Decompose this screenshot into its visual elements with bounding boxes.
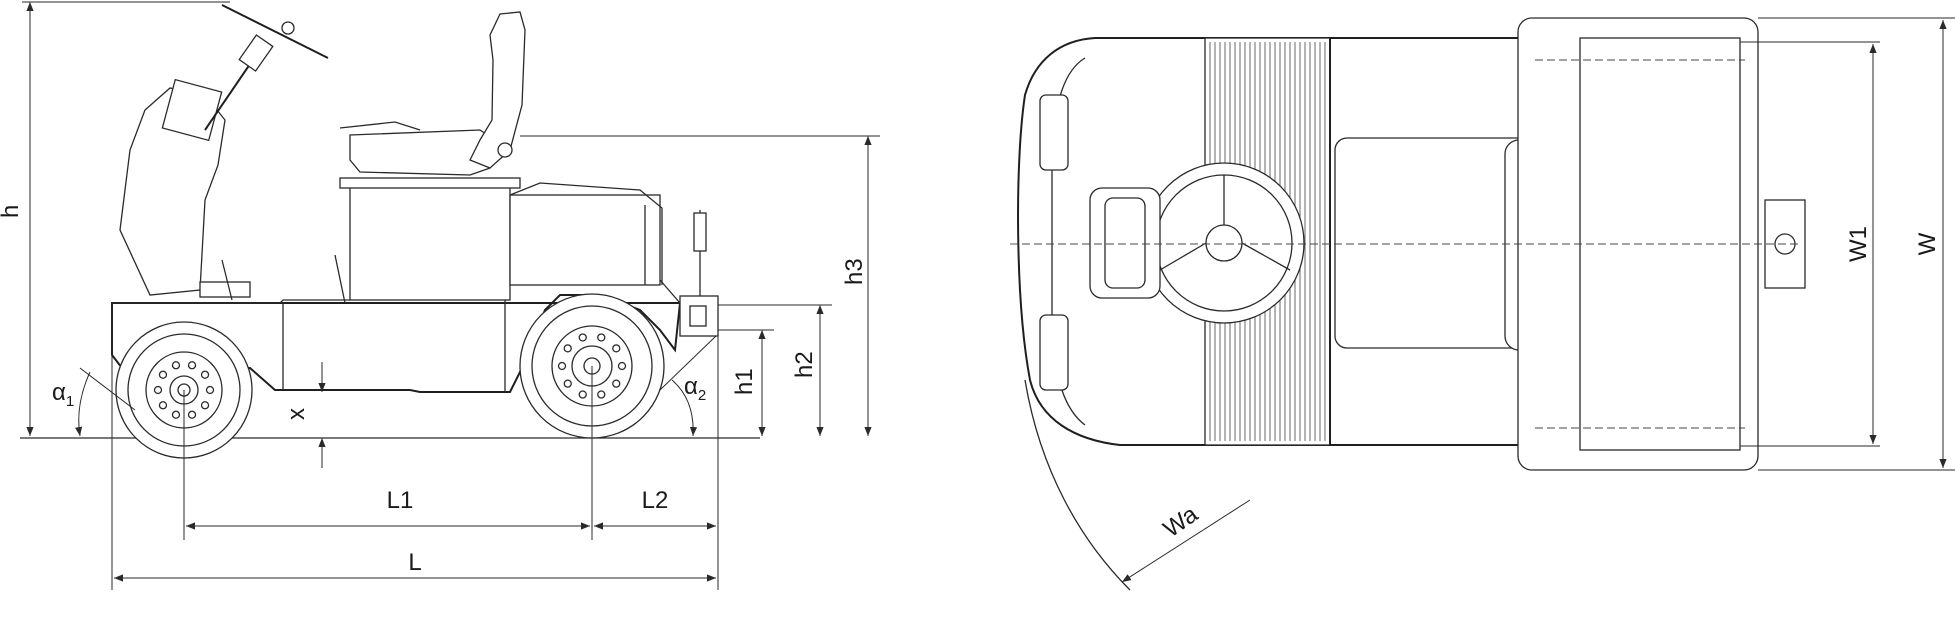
display-top <box>1104 197 1146 289</box>
brake-pedal <box>221 259 233 301</box>
dimension-h: h <box>0 1 230 436</box>
lug-bolt <box>563 379 572 388</box>
steering-wheel-top <box>1143 162 1305 324</box>
label-alpha1-symbol: α <box>52 379 66 406</box>
dimension-L2: L2 <box>594 487 716 530</box>
lug-bolt <box>171 361 181 370</box>
wheel-lug-bolts <box>153 333 627 419</box>
lug-bolt <box>200 370 210 379</box>
label-L: L <box>408 549 421 576</box>
label-L1: L1 <box>387 487 414 514</box>
seat-base-plate <box>339 177 521 189</box>
pedal-box <box>199 281 251 298</box>
coupler-handle <box>693 212 707 252</box>
dash-console <box>119 87 226 296</box>
seat-cushion <box>349 129 496 176</box>
label-alpha2-symbol: α <box>684 373 698 400</box>
dimension-Wa: Wa <box>1121 499 1251 583</box>
label-W: W <box>1914 232 1941 255</box>
lug-bolt <box>200 401 210 410</box>
front-nose-outline <box>1017 37 1330 446</box>
label-L2: L2 <box>642 487 669 514</box>
label-h1: h1 <box>731 368 758 395</box>
lug-bolt <box>597 390 606 399</box>
lug-bolt <box>557 361 567 371</box>
label-x: x <box>283 408 310 420</box>
dimension-h2: h2 <box>718 304 832 436</box>
side-view: h h3 h2 h1 x L <box>0 1 880 590</box>
lug-bolt <box>617 361 627 371</box>
rear-housing <box>509 194 661 286</box>
lug-bolt <box>612 379 621 388</box>
label-alpha2-subscript: 2 <box>698 387 706 404</box>
lug-bolt <box>153 385 163 395</box>
turning-radius-arc <box>1024 379 1131 591</box>
dimension-W1: W1 <box>1740 41 1880 447</box>
label-Wa: Wa <box>1159 500 1204 543</box>
lug-bolt <box>158 401 168 410</box>
seat-top-line <box>339 121 421 131</box>
lug-bolt <box>563 344 572 353</box>
parking-brake-lever <box>334 254 346 304</box>
dimension-L1: L1 <box>183 366 593 540</box>
steering-joint <box>238 34 274 72</box>
label-W1: W1 <box>1845 226 1872 262</box>
dimension-alpha1: α1 <box>52 367 136 437</box>
coupler-pin-plate <box>689 305 707 327</box>
front-light-left <box>1039 94 1069 171</box>
steering-hub <box>281 21 295 35</box>
label-alpha1-subscript: 1 <box>66 393 74 410</box>
label-alpha1: α1 <box>52 379 74 410</box>
label-alpha2: α2 <box>684 373 706 404</box>
lug-bolt <box>578 390 587 399</box>
lug-bolt <box>597 333 606 342</box>
dimension-W: W <box>1758 17 1955 471</box>
lug-bolt <box>187 361 197 370</box>
rear-housing-top <box>509 182 663 285</box>
front-inner-contour <box>1051 57 1086 426</box>
dimension-L: L <box>111 303 719 590</box>
dimension-h3: h3 <box>520 135 880 436</box>
dimension-h1: h1 <box>718 329 774 436</box>
label-h3: h3 <box>841 258 868 285</box>
label-h2: h2 <box>791 351 818 378</box>
lug-bolt <box>205 385 215 395</box>
lug-bolt <box>187 410 197 419</box>
lug-bolt <box>171 410 181 419</box>
lug-bolt <box>578 333 587 342</box>
battery-housing <box>349 184 511 301</box>
top-view: W W1 Wa <box>1010 17 1955 591</box>
lug-bolt <box>158 370 168 379</box>
lug-bolt <box>612 344 621 353</box>
front-light-right <box>1039 314 1069 391</box>
dimension-x: x <box>283 362 326 468</box>
steering-wheel <box>221 4 329 59</box>
seat-adjust-knob <box>497 142 513 158</box>
seat-backrest <box>469 11 526 169</box>
dimension-alpha2: α2 <box>659 335 717 437</box>
label-h: h <box>0 205 24 218</box>
